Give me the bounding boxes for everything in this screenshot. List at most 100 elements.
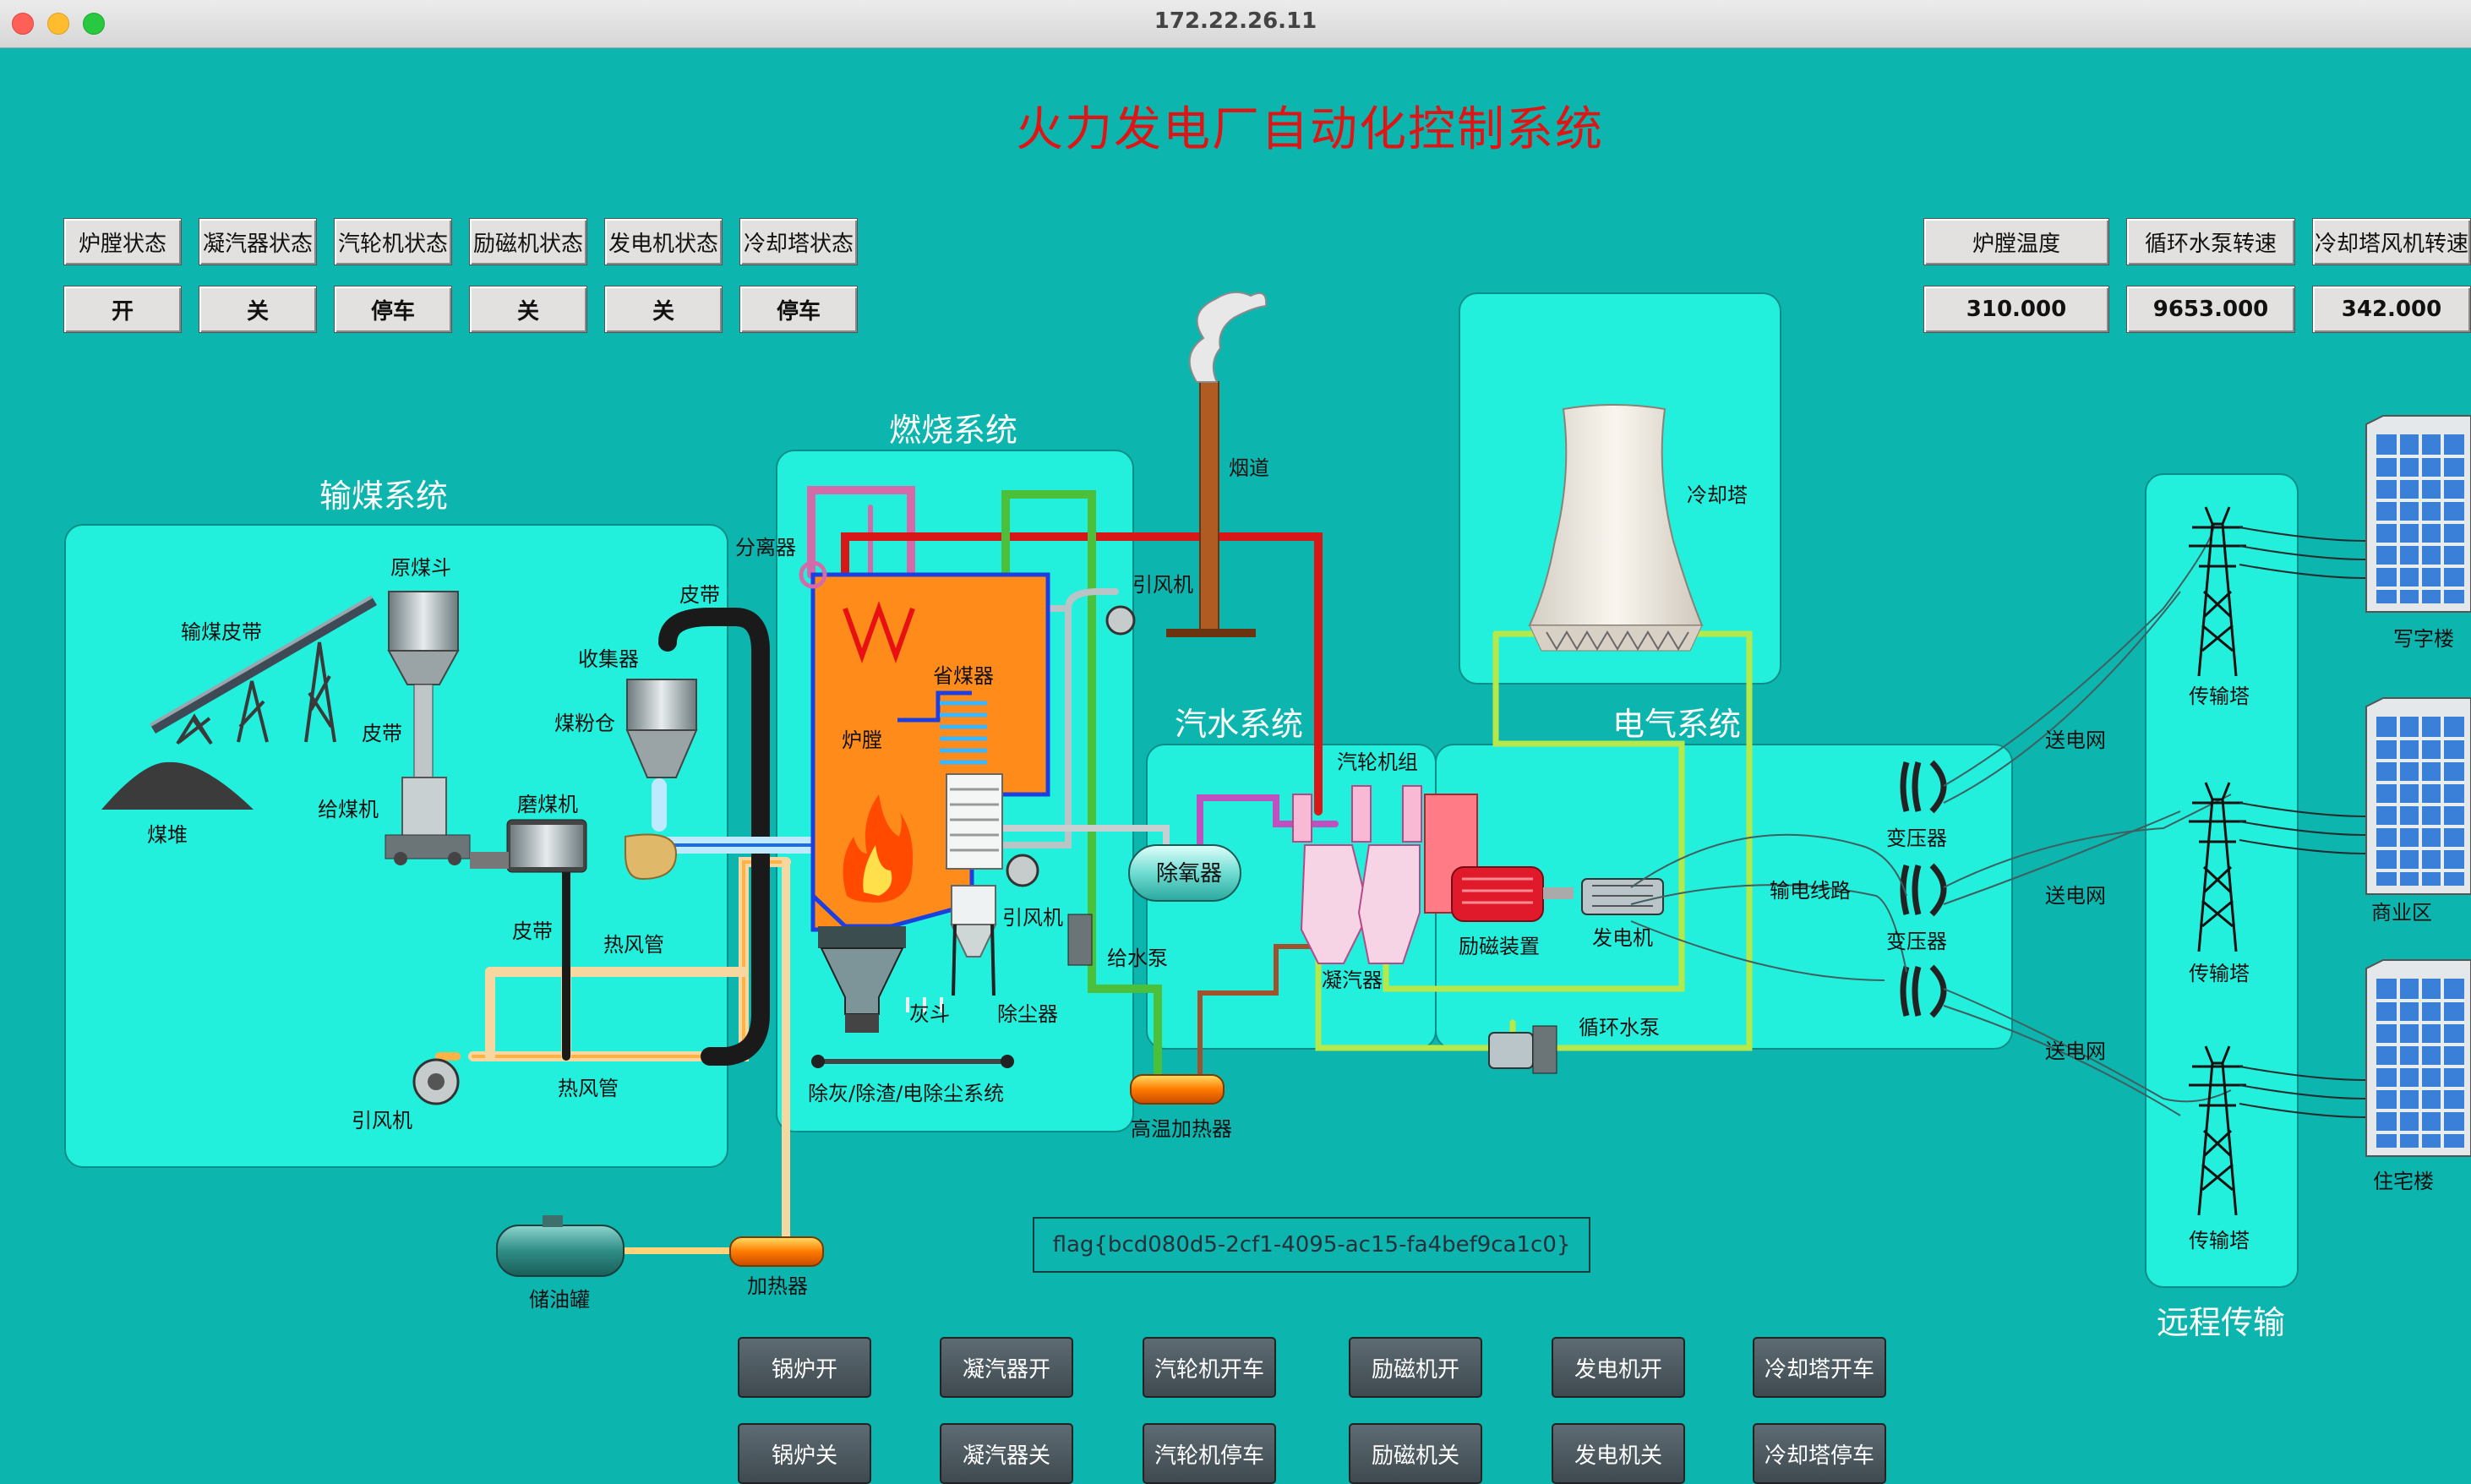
label-cooling-tower: 冷却塔 xyxy=(1687,483,1748,507)
cooling-tower-start-button[interactable]: 冷却塔开车 xyxy=(1753,1337,1886,1398)
heater-oil xyxy=(729,1236,824,1267)
coal-collector xyxy=(625,679,698,778)
status-value-cooling-tower[interactable]: 停车 xyxy=(739,286,858,333)
fan-coal xyxy=(625,833,678,881)
label-belt-1: 皮带 xyxy=(362,722,402,745)
label-commercial: 商业区 xyxy=(2371,901,2432,925)
turbine-start-button[interactable]: 汽轮机开车 xyxy=(1143,1337,1276,1398)
window-title: 172.22.26.11 xyxy=(1154,8,1317,34)
close-window-icon[interactable] xyxy=(12,13,34,35)
condenser-on-button[interactable]: 凝汽器开 xyxy=(940,1337,1073,1398)
label-belt-3: 皮带 xyxy=(679,583,720,607)
reading-label-fan-speed[interactable]: 冷却塔风机转速 xyxy=(2312,218,2471,265)
status-label-turbine[interactable]: 汽轮机状态 xyxy=(334,218,452,265)
page-title: 火力发电厂自动化控制系统 xyxy=(1016,102,1604,157)
label-furnace: 炉膛 xyxy=(842,728,882,752)
raw-coal-hopper xyxy=(387,591,460,778)
label-transformer-1: 变压器 xyxy=(1886,827,1947,850)
turbine-stop-button[interactable]: 汽轮机停车 xyxy=(1143,1423,1276,1484)
reading-value-furnace-temp[interactable]: 310.000 xyxy=(1923,286,2109,333)
transformers xyxy=(1900,760,1947,1018)
coal-pile xyxy=(101,761,254,810)
buildings xyxy=(2365,415,2471,1157)
label-turbine: 汽轮机组 xyxy=(1337,750,1418,774)
label-transformer-2: 变压器 xyxy=(1886,930,1947,953)
label-hot-air-pipe-2: 热风管 xyxy=(558,1077,619,1100)
maximize-window-icon[interactable] xyxy=(83,13,105,35)
label-hp-heater: 高温加热器 xyxy=(1131,1117,1232,1141)
exciter-on-button[interactable]: 励磁机开 xyxy=(1349,1337,1482,1398)
label-office: 写字楼 xyxy=(2393,627,2454,651)
separator-ring xyxy=(799,560,827,589)
label-tower-2: 传输塔 xyxy=(2189,962,2250,985)
power-lines xyxy=(1630,523,2232,1116)
status-value-condenser[interactable]: 关 xyxy=(199,286,317,333)
label-fan-2: 引风机 xyxy=(1002,906,1063,930)
window-titlebar: 172.22.26.11 xyxy=(0,0,2471,48)
pylons xyxy=(2189,506,2246,1216)
label-grid-1: 送电网 xyxy=(2045,728,2106,752)
minimize-window-icon[interactable] xyxy=(47,13,69,35)
fan-combustion xyxy=(1006,854,1039,887)
label-condenser: 凝汽器 xyxy=(1322,968,1383,992)
reading-label-pump-speed[interactable]: 循环水泵转速 xyxy=(2126,218,2295,265)
status-label-condenser[interactable]: 凝汽器状态 xyxy=(199,218,317,265)
label-coal-pile: 煤堆 xyxy=(147,823,188,847)
label-mill: 磨煤机 xyxy=(517,793,578,816)
status-value-exciter[interactable]: 关 xyxy=(469,286,587,333)
conveyor-structure xyxy=(149,595,377,745)
section-title-combustion: 燃烧系统 xyxy=(889,412,1018,449)
circulation-pump xyxy=(1488,1025,1557,1074)
status-value-generator[interactable]: 关 xyxy=(604,286,723,333)
feed-pump-body xyxy=(1067,914,1093,966)
ash-hopper-cone xyxy=(818,926,906,1033)
condenser-off-button[interactable]: 凝汽器关 xyxy=(940,1423,1073,1484)
furnace-body xyxy=(810,572,1050,932)
boiler-off-button[interactable]: 锅炉关 xyxy=(738,1423,871,1484)
hp-heater xyxy=(1130,1074,1225,1105)
label-belt-2: 皮带 xyxy=(512,919,553,943)
label-exciter: 励磁装置 xyxy=(1459,935,1540,958)
status-value-turbine[interactable]: 停车 xyxy=(334,286,452,333)
status-label-furnace[interactable]: 炉膛状态 xyxy=(63,218,182,265)
generator-on-button[interactable]: 发电机开 xyxy=(1552,1337,1685,1398)
deaerator-tank xyxy=(1128,844,1241,902)
reading-value-pump-speed[interactable]: 9653.000 xyxy=(2126,286,2295,333)
label-tower-3: 传输塔 xyxy=(2189,1229,2250,1252)
label-grid-3: 送电网 xyxy=(2045,1039,2106,1063)
reading-value-fan-speed[interactable]: 342.000 xyxy=(2312,286,2471,333)
cooling-tower-stop-button[interactable]: 冷却塔停车 xyxy=(1753,1423,1886,1484)
label-hot-air-pipe-1: 热风管 xyxy=(603,933,664,957)
exciter-off-button[interactable]: 励磁机关 xyxy=(1349,1423,1482,1484)
section-title-remote: 远程传输 xyxy=(2157,1304,2286,1341)
flag-text: flag{bcd080d5-2cf1-4095-ac15-fa4bef9ca1c… xyxy=(1033,1217,1590,1273)
label-separator: 分离器 xyxy=(735,536,796,559)
label-economizer: 省煤器 xyxy=(933,664,994,688)
label-circ-pump: 循环水泵 xyxy=(1579,1016,1660,1039)
label-grid-2: 送电网 xyxy=(2045,884,2106,908)
status-value-furnace[interactable]: 开 xyxy=(63,286,182,333)
status-label-generator[interactable]: 发电机状态 xyxy=(604,218,723,265)
oil-storage-tank xyxy=(496,1215,625,1277)
exciter-motor xyxy=(1451,866,1574,922)
label-generator: 发电机 xyxy=(1592,926,1653,950)
status-label-cooling-tower[interactable]: 冷却塔状态 xyxy=(739,218,858,265)
label-conveyor-belt: 输煤皮带 xyxy=(181,620,262,644)
chimney xyxy=(1166,291,1268,637)
generator-off-button[interactable]: 发电机关 xyxy=(1552,1423,1685,1484)
label-transmission-line: 输电线路 xyxy=(1770,879,1851,903)
transmission-lines xyxy=(2239,526,2367,1118)
label-deaerator: 除氧器 xyxy=(1156,861,1222,887)
label-fan-3: 引风机 xyxy=(1132,573,1193,597)
status-label-exciter[interactable]: 励磁机状态 xyxy=(469,218,587,265)
label-collector: 收集器 xyxy=(578,647,639,671)
reading-label-furnace-temp[interactable]: 炉膛温度 xyxy=(1923,218,2109,265)
boiler-on-button[interactable]: 锅炉开 xyxy=(738,1337,871,1398)
label-fan-1: 引风机 xyxy=(352,1109,412,1132)
ash-conveyor xyxy=(811,1055,1014,1068)
label-ash-hopper: 灰斗 xyxy=(909,1002,950,1026)
label-feeder: 给煤机 xyxy=(318,798,379,821)
label-feed-pump: 给水泵 xyxy=(1107,947,1168,970)
label-dust-collector: 除尘器 xyxy=(997,1002,1058,1026)
